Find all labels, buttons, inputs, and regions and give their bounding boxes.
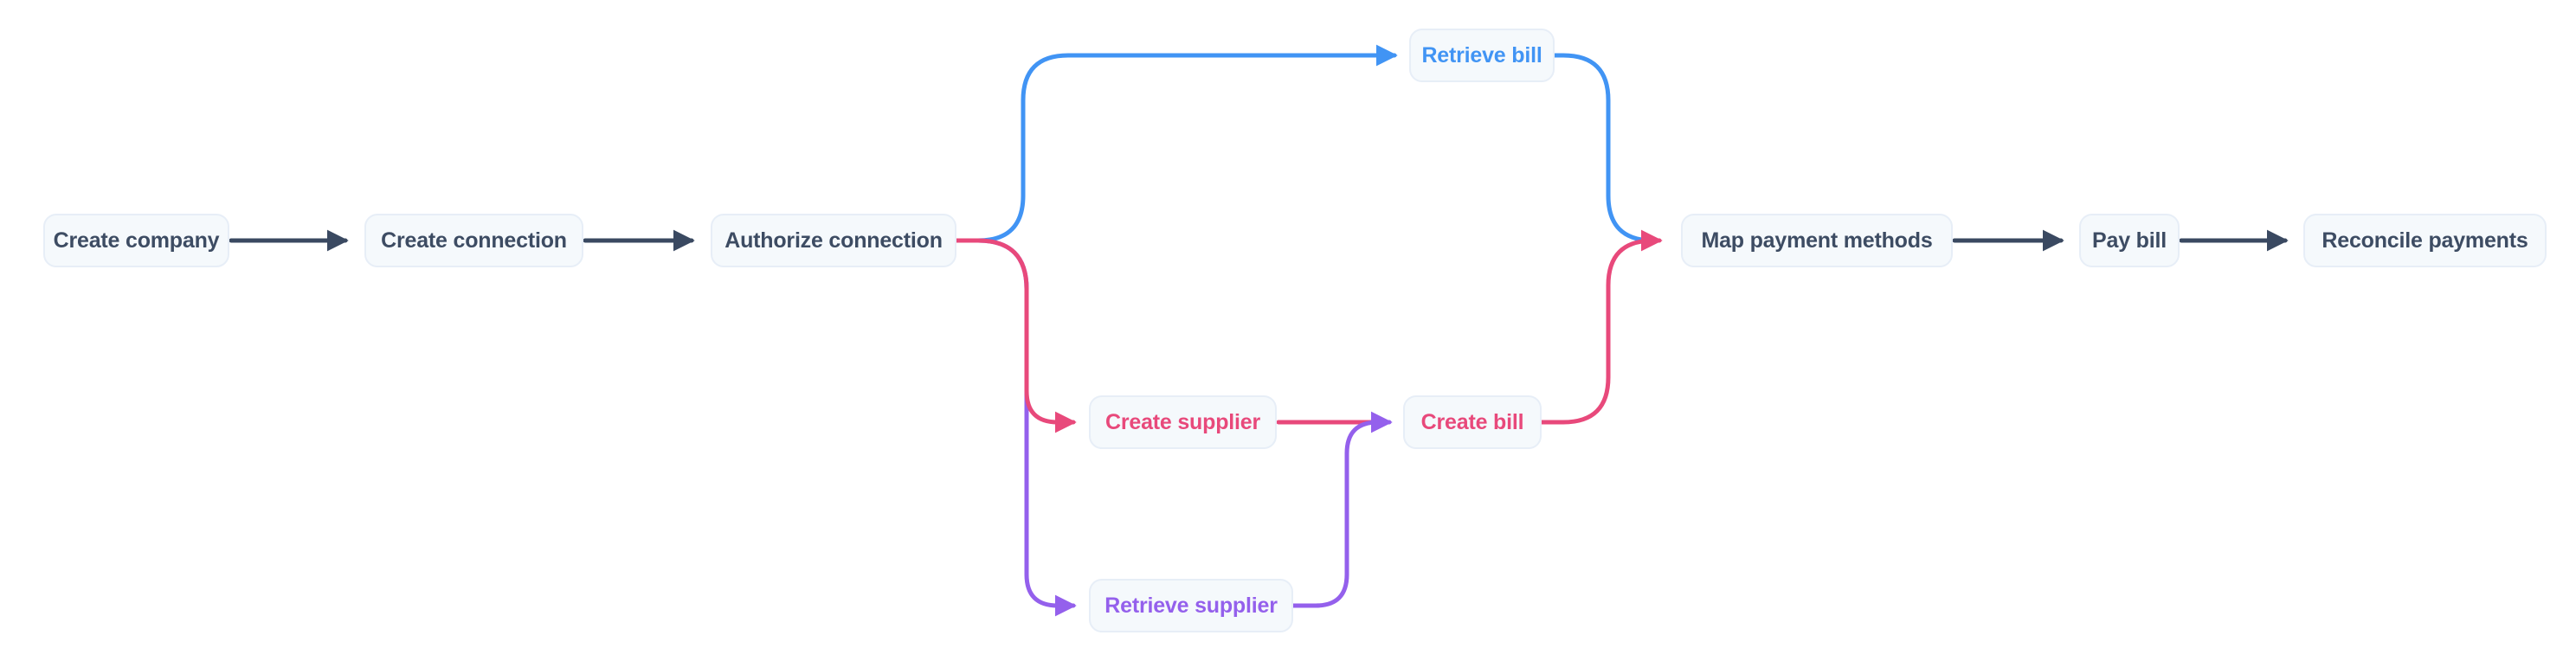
node-retrieve-bill[interactable]: Retrieve bill	[1409, 29, 1555, 82]
node-create-connection-label: Create connection	[381, 228, 567, 253]
node-retrieve-supplier[interactable]: Retrieve supplier	[1089, 579, 1293, 632]
edge-retrieve-supplier-to-create-bill	[1291, 411, 1393, 608]
node-create-connection[interactable]: Create connection	[364, 214, 583, 267]
node-authorize-connection-label: Authorize connection	[724, 228, 943, 253]
node-create-company-label: Create company	[53, 228, 220, 253]
node-pay-bill[interactable]: Pay bill	[2079, 214, 2180, 267]
node-create-bill[interactable]: Create bill	[1403, 395, 1542, 449]
node-retrieve-bill-label: Retrieve bill	[1421, 42, 1542, 67]
node-authorize-connection[interactable]: Authorize connection	[711, 214, 956, 267]
edge-authorize-connection-to-create-supplier	[954, 238, 1077, 433]
node-create-bill-label: Create bill	[1420, 409, 1524, 434]
node-reconcile-payments[interactable]: Reconcile payments	[2303, 214, 2547, 267]
node-create-supplier[interactable]: Create supplier	[1089, 395, 1277, 449]
node-create-company[interactable]: Create company	[43, 214, 229, 267]
node-map-payment-methods-label: Map payment methods	[1701, 228, 1933, 253]
edge-create-bill-to-map-payment-methods	[1539, 229, 1663, 425]
node-reconcile-payments-label: Reconcile payments	[2322, 228, 2528, 253]
node-retrieve-supplier-label: Retrieve supplier	[1104, 593, 1278, 618]
node-create-supplier-label: Create supplier	[1104, 409, 1260, 434]
node-pay-bill-label: Pay bill	[2092, 228, 2167, 253]
node-map-payment-methods[interactable]: Map payment methods	[1681, 214, 1953, 267]
edge-authorize-connection-to-retrieve-bill	[954, 44, 1398, 243]
edge-retrieve-bill-to-map-payment-methods	[1552, 53, 1659, 243]
